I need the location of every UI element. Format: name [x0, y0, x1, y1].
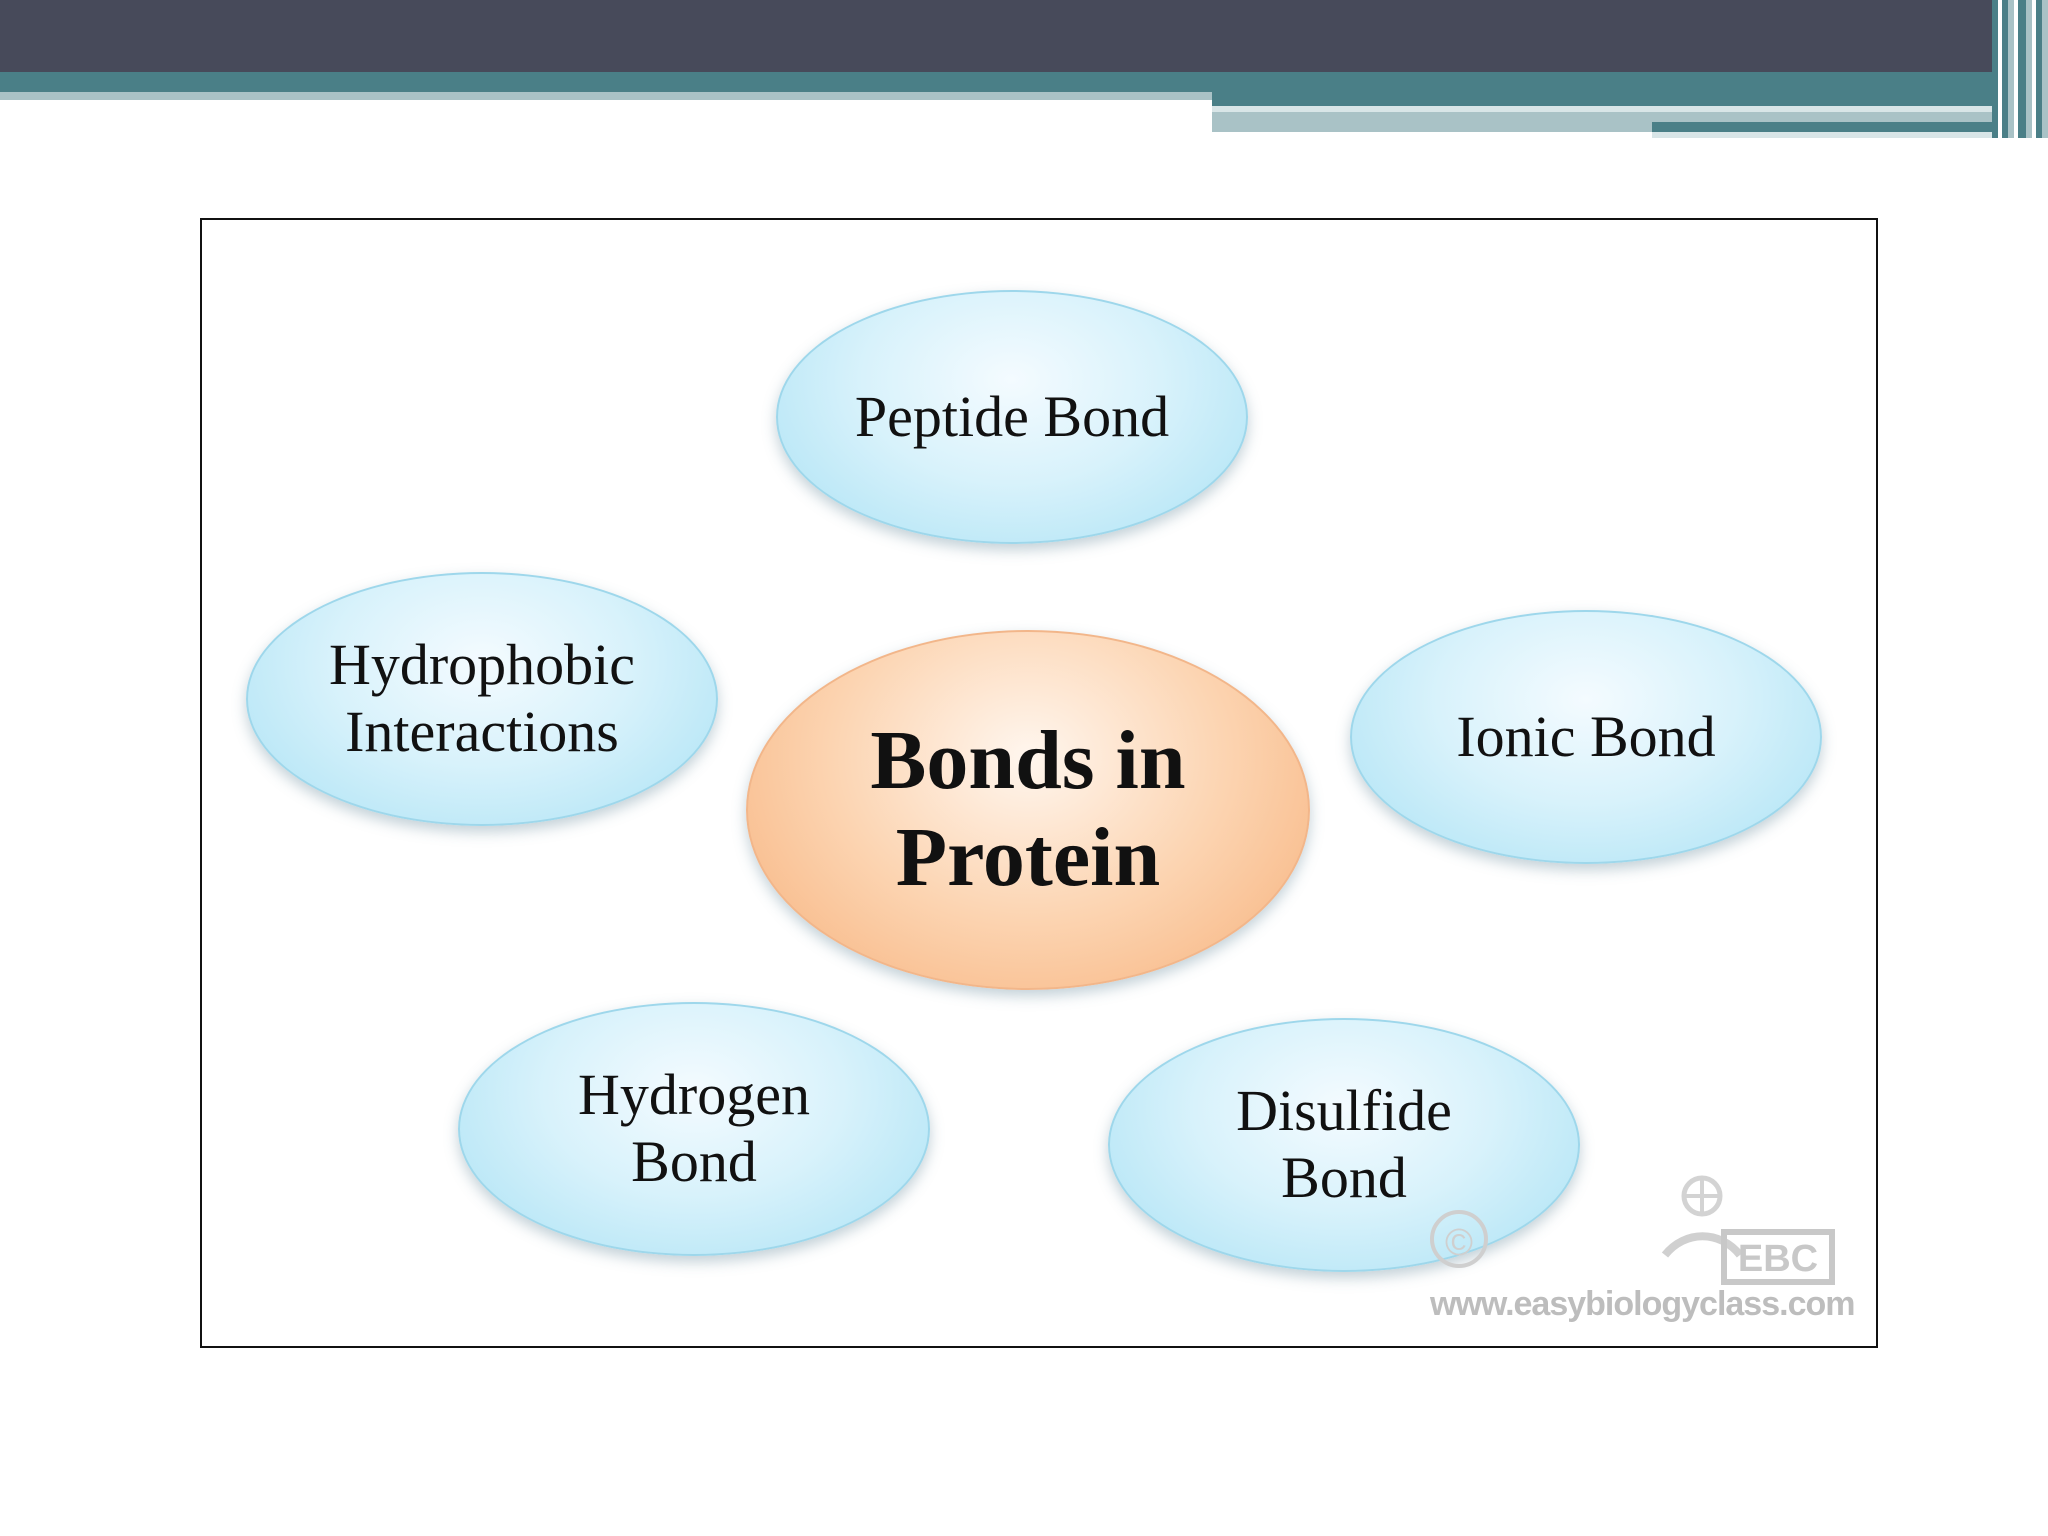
ionic-bond-label: Ionic Bond: [1456, 703, 1716, 769]
peptide-bond-node: Peptide Bond: [776, 290, 1248, 544]
header-right-band: [1212, 122, 1652, 132]
header-teal-band: [0, 72, 2048, 92]
header-right-band: [1212, 112, 2048, 122]
hydrogen-label-line-1: Hydrogen: [578, 1062, 810, 1128]
ionic-bond-node: Ionic Bond: [1350, 610, 1822, 864]
header-right-band: [1212, 106, 2048, 112]
bonds-in-protein-label: Bonds in Protein: [870, 714, 1186, 904]
header-right-band: [1652, 132, 2048, 138]
peptide-bond-label: Peptide Bond: [854, 383, 1170, 449]
header-corner-lines: [1992, 0, 2048, 138]
disulfide-label-line-1: Disulfide: [1236, 1078, 1452, 1144]
header-right-band: [1652, 122, 2048, 132]
hydrogen-label-line-2: Bond: [631, 1129, 757, 1194]
hydrophobic-label-line-1: Hydrophobic: [328, 632, 636, 698]
hydrophobic-interactions-label: Hydrophobic Interactions: [329, 632, 635, 765]
header-right-band: [1212, 92, 2048, 106]
header-light-band: [0, 92, 1212, 100]
hydrophobic-label-line-2: Interactions: [345, 699, 619, 764]
header-dark-band: [0, 0, 2048, 72]
hydrogen-bond-label: Hydrogen Bond: [578, 1062, 810, 1195]
disulfide-bond-label: Disulfide Bond: [1236, 1078, 1452, 1211]
hydrogen-bond-node: Hydrogen Bond: [458, 1002, 930, 1256]
disulfide-bond-node: Disulfide Bond: [1108, 1018, 1580, 1272]
bonds-in-protein-node: Bonds in Protein: [746, 630, 1310, 990]
disulfide-label-line-2: Bond: [1281, 1145, 1407, 1210]
hydrophobic-interactions-node: Hydrophobic Interactions: [246, 572, 718, 826]
